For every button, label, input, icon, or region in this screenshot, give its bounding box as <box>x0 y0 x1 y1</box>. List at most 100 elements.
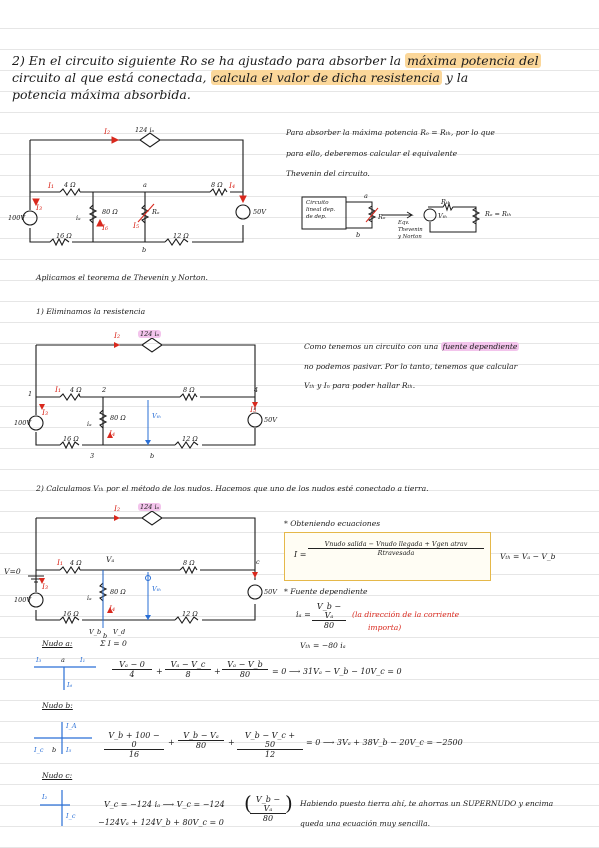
c2-i-top: I₂ <box>114 331 121 340</box>
c2-node-1: 1 <box>28 390 33 398</box>
c2-v50: 50V <box>264 416 277 424</box>
c3-node-c: c <box>256 558 260 566</box>
c3-node-b: b <box>103 632 108 640</box>
eq-ia-note: (la dirección de la corriente <box>352 610 460 619</box>
node-c-eq-1: V_c = −124 iₐ ⟶ V_c = −124 <box>104 800 225 809</box>
c2-i5: I₅ <box>250 405 257 414</box>
eq-ia: iₐ = <box>296 610 311 619</box>
c2-ia: iₐ <box>87 420 92 428</box>
c3-ia: iₐ <box>87 594 92 602</box>
node-c-eq-2: −124Vₐ + 124V_b + 80V_c = 0 <box>98 818 224 827</box>
c2-node-3: 3 <box>90 452 95 460</box>
c2-node-b: b <box>150 452 155 460</box>
eq-vth: Vₜₕ = Vₐ − V_b <box>500 552 556 561</box>
c1-note-1: Para absorber la máxima potencia Rₒ = Rₜ… <box>286 128 495 137</box>
c1-note-3: Thevenin del circuito. <box>286 169 370 178</box>
node-b-plus-1: + <box>168 738 175 747</box>
c1-r4: 4 Ω <box>64 181 76 189</box>
c3-v50: 50V <box>264 588 277 596</box>
c2-i4: I₄ <box>109 429 116 438</box>
c2-v100: 100V <box>14 419 32 427</box>
node-a-i3: I₃ <box>36 656 42 664</box>
node-b-plus-2: + <box>228 738 235 747</box>
c2-r80: 80 Ω <box>110 414 126 422</box>
step-1-title: 1) Eliminamos la resistencia <box>36 307 146 316</box>
mini-ro-eq: Rₒ = Rₜₕ <box>485 210 512 218</box>
mini-ro: Rₒ <box>378 213 386 221</box>
c3-i4: I₄ <box>109 604 116 613</box>
node-b-label: b <box>52 746 57 754</box>
c3-r16: 16 Ω <box>63 610 79 618</box>
c3-i3: I₃ <box>42 582 49 591</box>
node-c-note-2: queda una ecuación muy sencilla. <box>300 819 431 828</box>
c3-dep-source-label: 124 iₐ <box>138 503 161 511</box>
c3-r80: 80 Ω <box>110 588 126 596</box>
mini-node-b: b <box>356 231 361 239</box>
node-b-ia: I_A <box>66 722 77 730</box>
node-c-paren-right: ) <box>285 791 293 815</box>
node-a-i6: I₆ <box>67 681 73 689</box>
node-c-note-1: Habiendo puesto tierra ahí, te ahorras u… <box>300 799 554 808</box>
node-c-i: I_c <box>66 812 76 820</box>
c3-i1: I₁ <box>57 558 64 567</box>
mini-rth: Rₜₕ <box>441 198 451 206</box>
node-a-result: = 0 ⟶ 31Vₐ − V_b − 10V_c = 0 <box>272 667 402 676</box>
node-c-title: Nudo c: <box>42 771 73 780</box>
c3-i-top: I₂ <box>114 504 121 513</box>
node-b-title: Nudo b: <box>42 701 73 710</box>
c1-v50: 50V <box>253 208 266 216</box>
c1-node-a: a <box>143 181 147 189</box>
problem-line-3: potencia máxima absorbida. <box>12 87 191 102</box>
c3-r4: 4 Ω <box>70 559 82 567</box>
c1-r80: 80 Ω <box>102 208 118 216</box>
c3-r8: 8 Ω <box>183 559 195 567</box>
c3-v100: 100V <box>14 596 32 604</box>
c3-vd: V_d <box>113 628 126 636</box>
c1-i6: I₆ <box>102 223 109 232</box>
c2-vth: Vₜₕ <box>152 412 162 420</box>
c3-r12: 12 Ω <box>182 610 198 618</box>
c2-r4: 4 Ω <box>70 386 82 394</box>
c1-note-2: para ello, deberemos calcular el equival… <box>286 149 458 158</box>
c1-ro: Rₒ <box>152 208 160 216</box>
c1-r12: 12 Ω <box>173 232 189 240</box>
node-b-i5: I₅ <box>66 746 72 754</box>
node-a-plus-2: + <box>214 667 221 676</box>
eq-title: * Obteniendo ecuaciones <box>284 519 381 528</box>
c3-va: Vₐ <box>106 555 115 564</box>
c3-vb: V_b <box>89 628 102 636</box>
node-a-plus-1: + <box>156 667 163 676</box>
node-a-title: Nudo a: <box>42 639 73 648</box>
eq-dep-title: * Fuente dependiente <box>284 587 368 596</box>
eq-ia-note-2: importa) <box>368 623 402 632</box>
c1-v100: 100V <box>8 214 26 222</box>
c1-node-b: b <box>142 246 147 254</box>
c1-r8: 8 Ω <box>211 181 223 189</box>
node-b-result: = 0 ⟶ 3Vₐ + 38V_b − 20V_c = −2500 <box>306 738 463 747</box>
mini-vth: Vₜₕ <box>438 212 448 220</box>
c1-i5: I₅ <box>133 221 140 230</box>
c3-vth: Vₜₕ <box>152 585 162 593</box>
c1-i4: I₄ <box>229 181 236 190</box>
eq-fraction: Vnudo salida − Vnudo llegada + Vgen atra… <box>308 540 484 557</box>
c1-i-top: I₂ <box>104 127 111 136</box>
node-b-ic: I_c <box>34 746 44 754</box>
apply-theorem-text: Aplicamos el teorema de Thevenin y Norto… <box>36 273 208 282</box>
c2-note-1: Como tenemos un circuito con una fuente … <box>304 342 520 351</box>
c1-i3: I₃ <box>36 203 43 212</box>
